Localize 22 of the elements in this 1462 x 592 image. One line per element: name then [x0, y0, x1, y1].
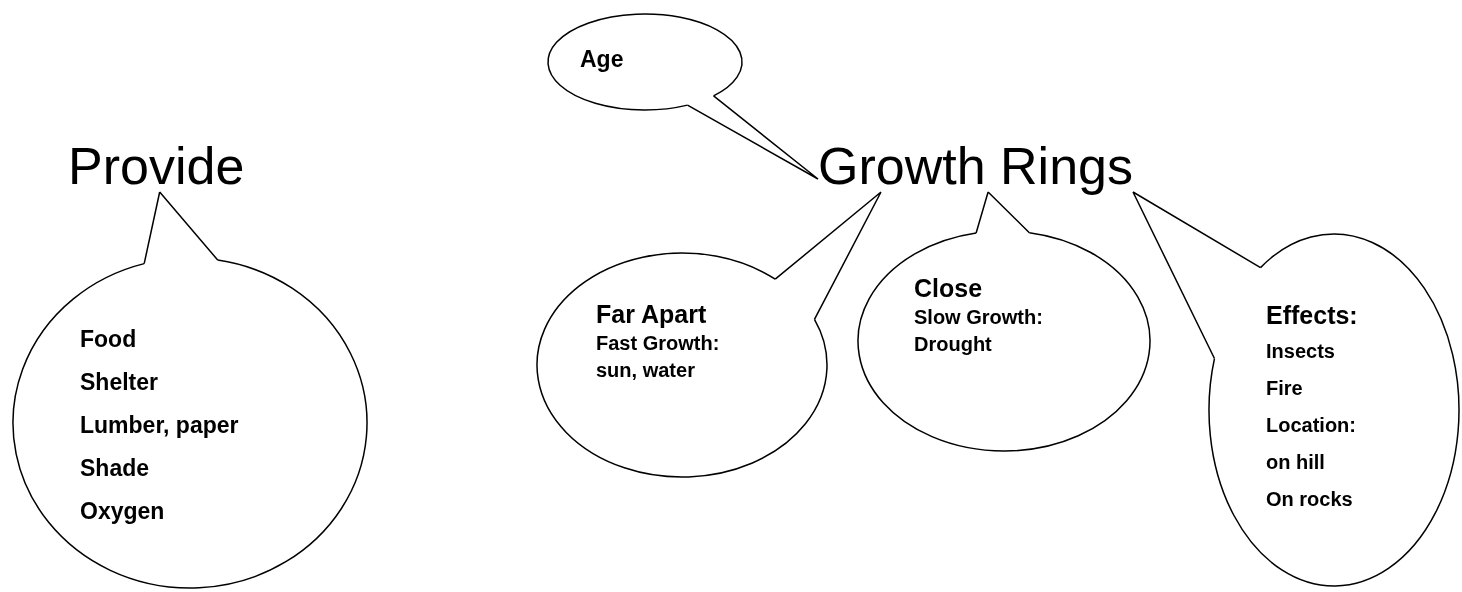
bubble-heading: Effects:	[1266, 300, 1358, 331]
bubble-text: Lumber, paper	[80, 411, 239, 440]
callout-tail	[975, 191, 1031, 234]
bubble-text: Insects	[1266, 339, 1335, 364]
bubble-text: Oxygen	[80, 497, 165, 526]
bubble-text: On rocks	[1266, 487, 1353, 512]
bubble-heading: Food	[80, 325, 137, 354]
bubble-text: Slow Growth: Drought	[914, 305, 1044, 357]
bubble-text: Location:	[1266, 413, 1356, 438]
bubble-heading: Close	[914, 273, 983, 304]
callout-tail	[1132, 191, 1262, 360]
bubble-text: on hill	[1266, 450, 1325, 475]
topic-word: Provide	[68, 140, 245, 192]
bubble-heading: Age	[580, 45, 624, 74]
bubble-text: Shade	[80, 454, 150, 483]
bubble-text: Fire	[1266, 376, 1303, 401]
callout-tail	[686, 95, 819, 180]
callout-tail	[143, 191, 219, 265]
bubble-heading: Far Apart	[596, 299, 707, 330]
bubble-text: Shelter	[80, 368, 158, 397]
bubble-text: Fast Growth: sun, water	[596, 331, 721, 383]
callout-tail	[774, 191, 882, 321]
